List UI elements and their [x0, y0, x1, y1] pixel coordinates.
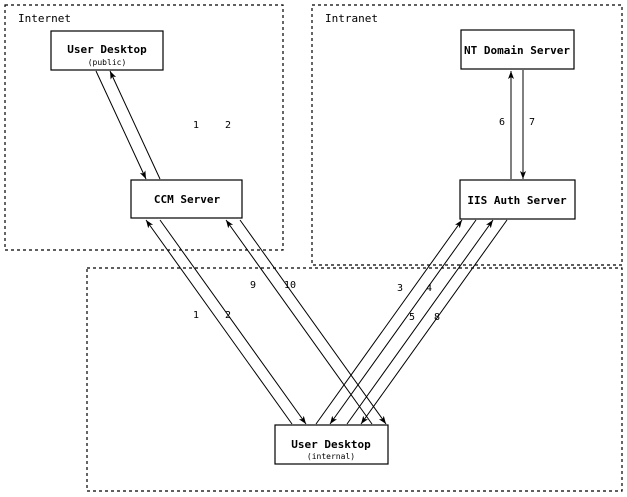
zone-internal-lan — [86, 267, 623, 492]
flow-labels-layer: 1 2 1 2 9 10 3 4 5 8 6 7 — [193, 117, 535, 323]
node-label-iis-auth-server: IIS Auth Server — [467, 194, 567, 207]
node-box-user-desktop-internal — [274, 424, 389, 465]
node-label-user-desktop-public: User Desktop — [67, 43, 147, 56]
flow-line-2-ccm-server-to-user-desktop-public — [109, 70, 161, 180]
flow-line-5-user-desktop-internal-to-iis-auth-server — [346, 219, 494, 425]
node-label-nt-domain-server: NT Domain Server — [464, 44, 570, 57]
flow-step-label-8-iis-auth-server-to-user-desktop-internal: 8 — [434, 312, 440, 323]
flow-line-1-user-desktop-internal-to-ccm-server — [145, 219, 293, 425]
flow-step-label-4-iis-auth-server-to-user-desktop-internal: 4 — [426, 283, 432, 294]
flow-step-label-9-user-desktop-internal-to-ccm-server: 9 — [250, 280, 256, 291]
flow-step-label-2-ccm-server-to-user-desktop-public: 2 — [225, 120, 231, 131]
flow-step-label-2-ccm-server-to-user-desktop-internal: 2 — [225, 310, 231, 321]
flow-line-4-iis-auth-server-to-user-desktop-internal — [329, 219, 477, 425]
flows-layer — [95, 70, 526, 425]
flow-line-3-user-desktop-internal-to-iis-auth-server — [315, 219, 463, 425]
zones-layer: Internet Intranet — [4, 4, 623, 492]
nodes-layer: User Desktop (public) CCM Server NT Domain … — [50, 29, 576, 465]
node-sublabel-user-desktop-internal: (internal) — [307, 452, 355, 461]
zone-label-intranet: Intranet — [325, 12, 378, 25]
zone-internet — [4, 4, 284, 251]
flow-line-2-ccm-server-to-user-desktop-internal — [159, 219, 307, 425]
zone-intranet — [311, 4, 623, 266]
node-nt-domain-server: NT Domain Server — [460, 29, 575, 70]
flow-step-label-3-user-desktop-internal-to-iis-auth-server: 3 — [397, 283, 403, 294]
flow-line-8-iis-auth-server-to-user-desktop-internal — [360, 219, 508, 425]
flow-step-label-1-user-desktop-public-to-ccm-server: 1 — [193, 120, 199, 131]
flow-line-9-user-desktop-internal-to-ccm-server — [225, 219, 373, 425]
zone-label-internet: Internet — [18, 12, 71, 25]
node-box-ccm-server — [130, 179, 243, 219]
node-sublabel-user-desktop-public: (public) — [88, 58, 127, 67]
flow-step-label-6-iis-auth-server-to-nt-domain-server: 6 — [499, 117, 505, 128]
flow-step-label-7-nt-domain-server-to-iis-auth-server: 7 — [529, 117, 535, 128]
node-box-nt-domain-server — [460, 29, 575, 70]
flow-step-label-1-user-desktop-internal-to-ccm-server: 1 — [193, 310, 199, 321]
flow-step-label-5-user-desktop-internal-to-iis-auth-server: 5 — [409, 312, 415, 323]
node-label-ccm-server: CCM Server — [154, 193, 221, 206]
flow-line-1-user-desktop-public-to-ccm-server — [95, 70, 147, 180]
node-ccm-server: CCM Server — [130, 179, 243, 219]
node-user-desktop-public: User Desktop (public) — [50, 30, 164, 71]
node-box-iis-auth-server — [459, 179, 576, 220]
flow-line-10-ccm-server-to-user-desktop-internal — [239, 219, 387, 425]
node-label-user-desktop-internal: User Desktop — [291, 438, 371, 451]
node-box-user-desktop-public — [50, 30, 164, 71]
node-user-desktop-internal: User Desktop(internal) — [274, 424, 389, 465]
flow-step-label-10-ccm-server-to-user-desktop-internal: 10 — [284, 280, 296, 291]
node-iis-auth-server: IIS Auth Server — [459, 179, 576, 220]
